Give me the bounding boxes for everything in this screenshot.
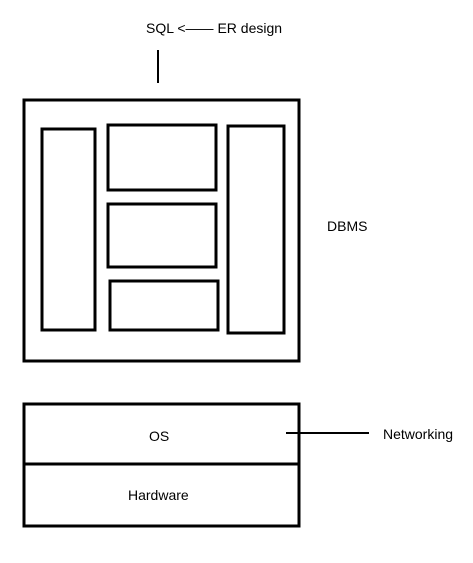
dbms-label: DBMS [327,218,368,234]
dbms-left-column [40,127,97,332]
dbms-center-bottom-block [108,279,220,332]
dbms-right-column [226,124,286,335]
networking-label: Networking [383,426,454,442]
dbms-center-middle-block [106,202,218,269]
os-label: OS [149,428,170,444]
dbms-box [22,98,301,363]
hardware-box [22,462,301,528]
hardware-label: Hardware [128,487,189,503]
top-label: SQL <—— ER design [146,20,283,36]
dbms-center-top-block [106,123,218,192]
